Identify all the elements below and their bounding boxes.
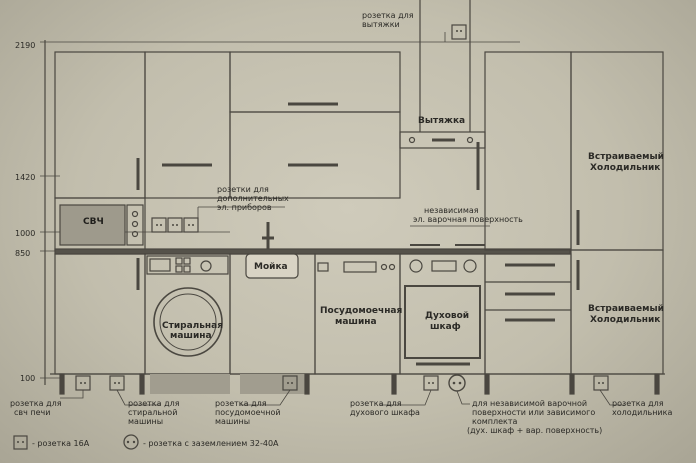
label-microwave-outlet-line1: розетка для bbox=[10, 399, 62, 408]
outlet-16a-icon bbox=[151, 217, 167, 233]
dishwasher-display bbox=[343, 261, 377, 273]
microwave-button bbox=[131, 210, 139, 218]
washer-door bbox=[153, 287, 223, 357]
cabinet-leg bbox=[391, 373, 397, 395]
label-fridge-outlet-line1: розетка для bbox=[612, 399, 664, 408]
outlet-16a-icon bbox=[593, 375, 609, 391]
fridge-upper-label-line2: Холодильник bbox=[590, 163, 660, 173]
microwave-label: СВЧ bbox=[83, 217, 104, 227]
hood-label: Вытяжка bbox=[418, 116, 465, 126]
fridge-upper bbox=[570, 51, 664, 251]
label-washer-outlet-line2: стиральной bbox=[128, 408, 177, 417]
cabinet-leg bbox=[654, 373, 660, 395]
label-cooktop-outlet-line3: комплекта bbox=[472, 417, 518, 426]
sink-label: Мойка bbox=[254, 262, 288, 272]
leader-oven bbox=[380, 389, 432, 406]
label-washer-outlet-line3: машины bbox=[128, 417, 163, 426]
label-dishwasher-outlet-line1: розетка для bbox=[215, 399, 267, 408]
hood-outlet-label-line1: розетка для bbox=[362, 11, 414, 20]
microwave-button bbox=[131, 230, 139, 238]
cooktop-label-line2: эл. варочная поверхность bbox=[413, 215, 523, 224]
label-cooktop-outlet-line1: для независимой варочной bbox=[472, 399, 587, 408]
microwave-button bbox=[131, 220, 139, 228]
leader-cooktop bbox=[456, 390, 470, 405]
hood-outlet-label-line2: вытяжки bbox=[362, 20, 400, 29]
label-dishwasher-outlet-line3: машины bbox=[215, 417, 250, 426]
sink-plinth bbox=[240, 374, 305, 394]
dim-label-1000: 1000 bbox=[15, 229, 35, 238]
cabinet-leg bbox=[139, 373, 145, 395]
outlet-16a-icon bbox=[75, 375, 91, 391]
upper-cabinet bbox=[54, 51, 146, 199]
drawer-cabinet bbox=[484, 253, 572, 375]
label-oven-outlet-line2: духового шкафа bbox=[350, 408, 420, 417]
cabinet-leg bbox=[484, 373, 490, 395]
cabinet-leg bbox=[569, 373, 575, 395]
washer-label-line1: Стиральная bbox=[162, 321, 223, 331]
dim-label-850: 850 bbox=[15, 249, 30, 258]
label-cooktop-outlet-line4: (дух. шкаф + вар. поверхность) bbox=[467, 426, 602, 435]
upper-cabinet bbox=[144, 51, 231, 199]
legend-16a-label: - розетка 16А bbox=[32, 439, 90, 448]
legend-outlet-16a-icon bbox=[13, 435, 28, 450]
fridge-lower-label-line2: Холодильник bbox=[590, 315, 660, 325]
label-cooktop-outlet-line2: поверхности или зависимого bbox=[472, 408, 595, 417]
oven-label-line1: Духовой bbox=[425, 311, 469, 321]
hood-knob bbox=[466, 136, 474, 144]
microwave bbox=[59, 204, 126, 246]
label-washer-outlet-line1: розетка для bbox=[128, 399, 180, 408]
leader-dishwasher bbox=[240, 389, 291, 406]
outlet-16a-icon bbox=[167, 217, 183, 233]
oven-door bbox=[404, 285, 481, 359]
lower-cabinet bbox=[54, 253, 146, 375]
oven-label-line2: шкаф bbox=[430, 322, 461, 332]
hood-knob bbox=[408, 136, 416, 144]
washer-door-inner bbox=[159, 293, 217, 351]
cabinet-leg bbox=[59, 373, 65, 395]
label-microwave-outlet-line2: свч печи bbox=[14, 408, 50, 417]
fridge-lower-label-line1: Встраиваемый bbox=[588, 304, 664, 314]
outlet-16a-icon bbox=[423, 375, 439, 391]
extra-outlets-label-line3: эл. приборов bbox=[217, 203, 272, 212]
leader-microwave bbox=[60, 390, 84, 399]
legend-outlet-32-40a-icon bbox=[123, 434, 139, 450]
outlet-32-40a-icon bbox=[448, 374, 466, 392]
sink-basin bbox=[245, 253, 299, 279]
extra-outlets-label-line1: розетки для bbox=[217, 185, 269, 194]
outlet-16a-icon bbox=[451, 24, 467, 40]
extra-outlets-label-line2: дополнительных bbox=[217, 194, 289, 203]
leader-washer bbox=[116, 389, 160, 406]
dim-label-1420: 1420 bbox=[15, 173, 35, 182]
washer-knob bbox=[200, 260, 212, 272]
washer-display bbox=[149, 258, 171, 272]
dim-label-2190: 2190 bbox=[15, 41, 35, 50]
fridge-upper-label-line1: Встраиваемый bbox=[588, 152, 664, 162]
label-fridge-outlet-line2: холодильника bbox=[612, 408, 672, 417]
label-dishwasher-outlet-line2: посудомоечной bbox=[215, 408, 281, 417]
upper-cabinet-bottom bbox=[229, 111, 401, 199]
dishwasher-label-line1: Посудомоечная bbox=[320, 306, 402, 316]
washer-label-line2: машина bbox=[170, 331, 212, 341]
dim-label-100: 100 bbox=[20, 374, 35, 383]
dishwasher-label-line2: машина bbox=[335, 317, 377, 327]
washer-control-panel bbox=[146, 255, 229, 275]
microwave-panel bbox=[126, 204, 144, 246]
label-oven-outlet-line1: розетка для bbox=[350, 399, 402, 408]
legend-32-40a-label: - розетка с заземлением 32-40А bbox=[143, 439, 279, 448]
outlet-16a-icon bbox=[183, 217, 199, 233]
oven-knob bbox=[409, 259, 423, 273]
leader-fridge bbox=[599, 389, 625, 406]
outlet-16a-icon bbox=[109, 375, 125, 391]
washer-plinth bbox=[150, 374, 230, 394]
oven-knob bbox=[463, 259, 477, 273]
cooktop-label-line1: независимая bbox=[424, 206, 479, 215]
cabinet-leg bbox=[304, 373, 310, 395]
oven-display bbox=[431, 260, 457, 272]
